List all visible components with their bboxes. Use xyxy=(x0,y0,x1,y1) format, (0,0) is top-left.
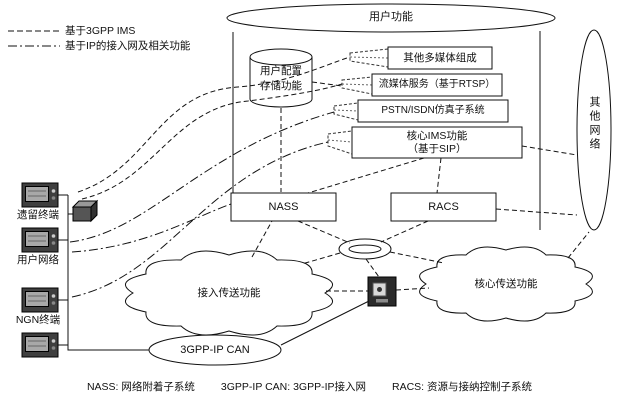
label-access-cloud: 接入传送功能 xyxy=(197,287,261,299)
edge-racs-to-ring xyxy=(380,220,429,243)
label-core-ims-1: 核心IMS功能 xyxy=(406,130,468,142)
label-profile-storage-2: 存储功能 xyxy=(260,80,302,92)
edge-ims-to-racs xyxy=(436,157,442,194)
label-user-functions: 用户功能 xyxy=(369,11,413,23)
racs-box xyxy=(390,192,497,222)
label-profile-storage-1: 用户配置 xyxy=(260,65,302,77)
label-nass: NASS xyxy=(268,201,299,213)
pstn-isdn-emulation-box xyxy=(357,99,509,123)
gateway-icon xyxy=(367,276,397,307)
ims-links xyxy=(77,56,590,292)
user-network-terminal-icon xyxy=(21,227,59,253)
legend-label-ip-access: 基于IP的接入网及相关功能 xyxy=(65,40,191,52)
label-racs: RACS xyxy=(428,201,459,213)
terminal-bus xyxy=(58,194,149,351)
hub-box-icon xyxy=(71,199,99,223)
edge-racs-to-other-network xyxy=(495,208,578,216)
feeder-trapezoid-2 xyxy=(341,76,373,95)
label-user-network: 用户网络 xyxy=(17,254,59,266)
can-terminal-icon xyxy=(21,332,59,358)
core-ims-box xyxy=(351,126,523,159)
access-transport-cloud xyxy=(124,250,334,336)
edge-nass-to-ring xyxy=(297,220,351,244)
edge-usernet-to-stack xyxy=(69,111,335,243)
edge-gateway-to-corecloud xyxy=(395,287,430,291)
label-core-cloud: 核心传送功能 xyxy=(474,278,538,290)
caption-racs: RACS: 资源与接纳控制子系统 xyxy=(392,381,533,393)
edge-ring-to-access-cloud xyxy=(301,252,341,265)
label-other-multimedia: 其他多媒体组成 xyxy=(403,52,477,64)
interconnect-ring-inner xyxy=(348,244,382,254)
can-to-gateway-link xyxy=(280,300,370,346)
ngn-terminal-icon xyxy=(21,287,59,313)
caption-nass: NASS: 网络附着子系统 xyxy=(86,381,195,393)
edge-terminal-to-stack-2 xyxy=(81,83,343,200)
streaming-service-box xyxy=(371,73,503,97)
legacy-terminal-icon xyxy=(21,182,59,208)
edge-ngnterm-to-ims xyxy=(71,141,329,298)
profile-storage-cylinder-top xyxy=(249,48,313,66)
feeder-trapezoid-3 xyxy=(333,102,359,121)
edge-terminal-to-stack-1 xyxy=(77,56,351,193)
label-core-ims-2: （基于SIP） xyxy=(407,143,467,155)
caption-can: 3GPP-IP CAN: 3GPP-IP接入网 xyxy=(220,381,366,393)
label-other-network: 其他网络 xyxy=(588,96,600,152)
edge-profile-to-stack xyxy=(311,81,343,87)
ip-access-links xyxy=(69,111,335,298)
nass-box xyxy=(230,192,337,222)
label-legacy-terminal: 遗留终端 xyxy=(17,209,59,221)
core-transport-cloud xyxy=(419,246,593,322)
edge-ring-to-core-cloud xyxy=(389,251,445,264)
other-network-ellipse xyxy=(576,29,612,231)
edge-usernet-to-nass xyxy=(71,203,232,253)
edge-corecloud-to-other-network xyxy=(567,231,590,259)
feeder-trapezoid-4 xyxy=(327,130,353,155)
edge-accesscloud-to-nass xyxy=(251,220,273,258)
label-streaming-service: 流媒体服务（基于RTSP） xyxy=(378,79,496,90)
legend-label-ims: 基于3GPP IMS xyxy=(65,25,136,37)
edge-ims-to-other-network xyxy=(521,145,578,156)
caption-bar: NASS: 网络附着子系统 3GPP-IP CAN: 3GPP-IP接入网 RA… xyxy=(0,379,619,394)
profile-storage-cylinder xyxy=(249,57,313,108)
label-pstn-isdn: PSTN/ISDN仿真子系统 xyxy=(381,105,485,116)
label-can: 3GPP-IP CAN xyxy=(180,344,250,356)
edge-ims-to-nass xyxy=(307,157,425,194)
label-ngn-terminal: NGN终端 xyxy=(15,314,61,326)
other-multimedia-box xyxy=(387,46,493,70)
edge-ring-to-gateway xyxy=(365,258,380,278)
user-functions-ellipse xyxy=(226,3,556,33)
